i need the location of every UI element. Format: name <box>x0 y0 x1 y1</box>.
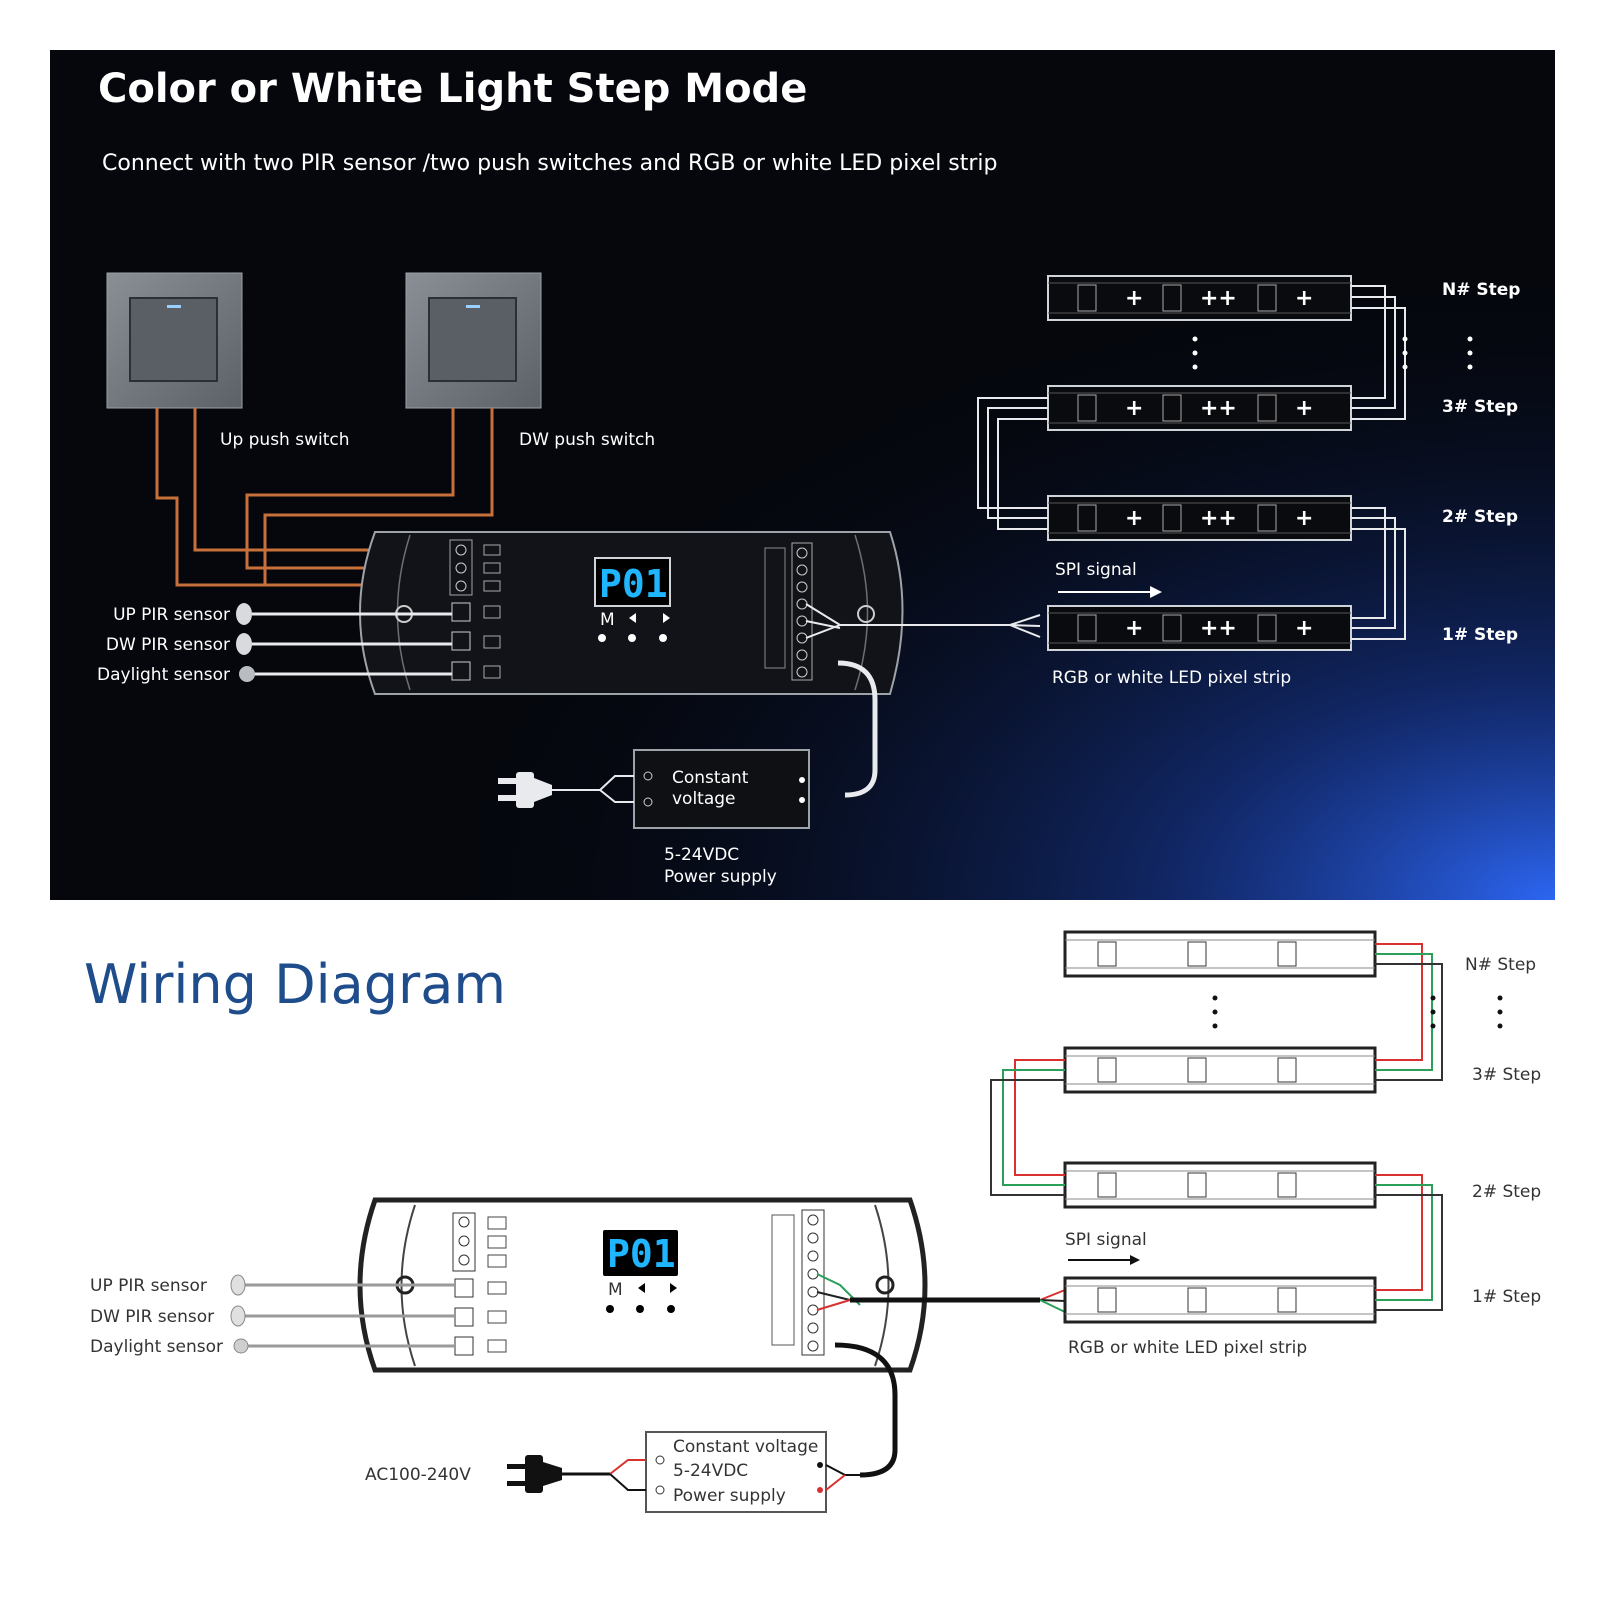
led-strip-1-diagram <box>1063 1276 1377 1324</box>
svg-text:+: + <box>1125 506 1143 531</box>
led-strip-3: + ++ + <box>1047 385 1352 431</box>
led-strip-2-diagram <box>1063 1161 1377 1209</box>
step-n-label-diagram: N# Step <box>1465 955 1536 975</box>
up-pir-sensor-icon <box>236 603 252 625</box>
led-strip-n-diagram <box>1063 930 1377 978</box>
dw-pir-sensor-icon <box>236 633 252 655</box>
led-strip-2: + ++ + <box>1047 495 1352 541</box>
up-push-switch <box>106 272 243 409</box>
psu-line3-diagram: Power supply <box>673 1486 786 1506</box>
sensor-wires-diagram <box>245 1283 455 1348</box>
wiring-diagram-panel: Wiring Diagram P01 M <box>84 930 1541 1513</box>
svg-text:+: + <box>1295 286 1313 311</box>
sensor-wires <box>252 612 452 676</box>
step-2-label-diagram: 2# Step <box>1472 1182 1541 1202</box>
psu-spec2: Power supply <box>664 867 777 887</box>
step-1-label: 1# Step <box>1442 625 1518 645</box>
daylight-sensor-icon <box>233 1338 249 1354</box>
mode-key-label: M <box>600 610 615 630</box>
digit-display <box>594 557 671 607</box>
continuation-dots-diagram <box>1212 995 1503 1029</box>
power-supply-diagram: Constant voltage 5-24VDC Power supply <box>645 1431 827 1513</box>
dw-pir-label: DW PIR sensor <box>106 635 230 655</box>
dw-pir-label-diagram: DW PIR sensor <box>90 1307 214 1327</box>
ac-input-label: AC100-240V <box>365 1465 471 1485</box>
output-wires <box>805 603 1041 639</box>
dw-pir-sensor-icon <box>230 1305 246 1327</box>
strip-label: RGB or white LED pixel strip <box>1052 668 1291 688</box>
led-strip-n: + ++ + <box>1047 275 1352 321</box>
continuation-dots <box>1192 336 1473 370</box>
psu-line2-diagram: 5-24VDC <box>673 1461 748 1481</box>
display-readout: P01 <box>599 562 668 606</box>
controller-diagram: P01 M <box>357 1197 928 1373</box>
psu-line1-diagram: Constant voltage <box>673 1437 818 1457</box>
psu-spec1: 5-24VDC <box>664 845 739 865</box>
power-supply: Constant voltage <box>633 749 810 829</box>
dw-push-switch <box>405 272 542 409</box>
spi-label-diagram: SPI signal <box>1065 1230 1147 1250</box>
psu-line1: Constant <box>672 768 749 788</box>
mode-button[interactable] <box>598 634 606 642</box>
plug-icon <box>498 772 634 808</box>
power-cable-diagram <box>834 1342 898 1478</box>
svg-text:+: + <box>1295 616 1313 641</box>
right-button[interactable] <box>659 634 667 642</box>
strip-label-diagram: RGB or white LED pixel strip <box>1068 1338 1307 1358</box>
svg-text:+: + <box>1295 506 1313 531</box>
left-arrow-icon <box>638 1283 645 1293</box>
panel-title: Color or White Light Step Mode <box>98 66 807 112</box>
step-1-label-diagram: 1# Step <box>1472 1287 1541 1307</box>
strip-link-wires-diagram <box>990 943 1443 1311</box>
right-arrow-icon <box>670 1283 677 1293</box>
display-readout-diagram: P01 <box>607 1232 676 1276</box>
wiring-title: Wiring Diagram <box>84 953 506 1016</box>
up-pir-sensor-icon <box>230 1274 246 1296</box>
led-strip-3-diagram <box>1063 1046 1377 1094</box>
daylight-sensor-icon <box>239 666 255 682</box>
left-arrow-icon <box>629 613 636 623</box>
svg-text:+: + <box>1125 286 1143 311</box>
step-2-label: 2# Step <box>1442 507 1518 527</box>
daylight-label: Daylight sensor <box>97 665 230 685</box>
svg-text:++: ++ <box>1200 616 1237 641</box>
controller: P01 M <box>359 531 904 695</box>
right-arrow-icon <box>663 613 670 623</box>
up-pir-label-diagram: UP PIR sensor <box>90 1276 207 1296</box>
panel-subtitle: Connect with two PIR sensor /two push sw… <box>102 151 998 176</box>
plug-icon-diagram <box>507 1455 860 1493</box>
step-3-label-diagram: 3# Step <box>1472 1065 1541 1085</box>
svg-text:++: ++ <box>1200 396 1237 421</box>
svg-text:++: ++ <box>1200 506 1237 531</box>
daylight-label-diagram: Daylight sensor <box>90 1337 223 1357</box>
spi-label: SPI signal <box>1055 560 1137 580</box>
up-switch-label: Up push switch <box>220 430 350 450</box>
svg-text:++: ++ <box>1200 286 1237 311</box>
up-pir-label: UP PIR sensor <box>113 605 230 625</box>
dw-switch-label: DW push switch <box>519 430 655 450</box>
power-cable <box>837 660 878 798</box>
step-3-label: 3# Step <box>1442 397 1518 417</box>
strip-link-wires <box>977 285 1406 640</box>
left-button[interactable] <box>628 634 636 642</box>
mode-button[interactable] <box>606 1305 614 1313</box>
left-button[interactable] <box>636 1305 644 1313</box>
step-mode-panel: Color or White Light Step Mode Connect w… <box>50 50 1555 900</box>
mode-key-label-diagram: M <box>608 1280 623 1300</box>
led-strip-1: + ++ + <box>1047 605 1352 651</box>
svg-text:+: + <box>1125 616 1143 641</box>
step-n-label: N# Step <box>1442 280 1520 300</box>
digit-display-diagram <box>603 1230 678 1276</box>
psu-line2: voltage <box>672 789 736 809</box>
svg-text:+: + <box>1295 396 1313 421</box>
svg-text:+: + <box>1125 396 1143 421</box>
right-button[interactable] <box>667 1305 675 1313</box>
